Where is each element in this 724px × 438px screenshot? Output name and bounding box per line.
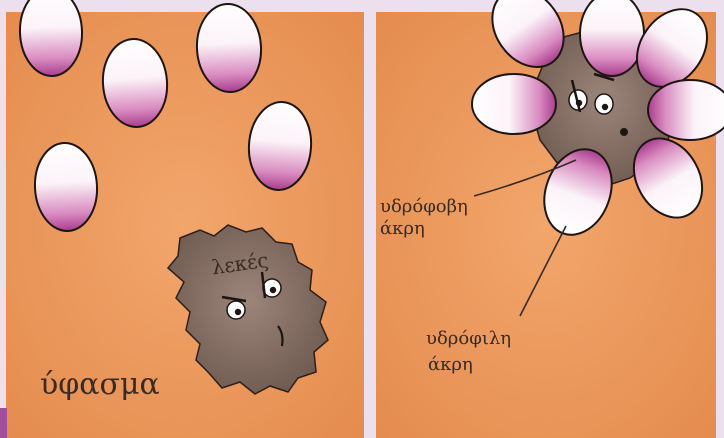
left-edge-accent (0, 408, 7, 438)
surfactant-molecule (648, 80, 724, 140)
right-panel: υδρόφοβη άκρη υδρόφιλη άκρη (376, 0, 724, 438)
surfactant-molecule (580, 0, 644, 76)
hydrophobic-label-line1: υδρόφοβη (380, 196, 468, 217)
hydrophobic-label-line2: άκρη (380, 218, 425, 239)
hydrophilic-label-line2: άκρη (428, 354, 473, 375)
hydrophilic-label-line1: υδρόφιλη (426, 328, 511, 349)
fabric-label: ύφασμα (40, 367, 160, 402)
surfactant-molecule (472, 74, 556, 134)
left-panel: λεκές ύφασμα (0, 0, 364, 438)
